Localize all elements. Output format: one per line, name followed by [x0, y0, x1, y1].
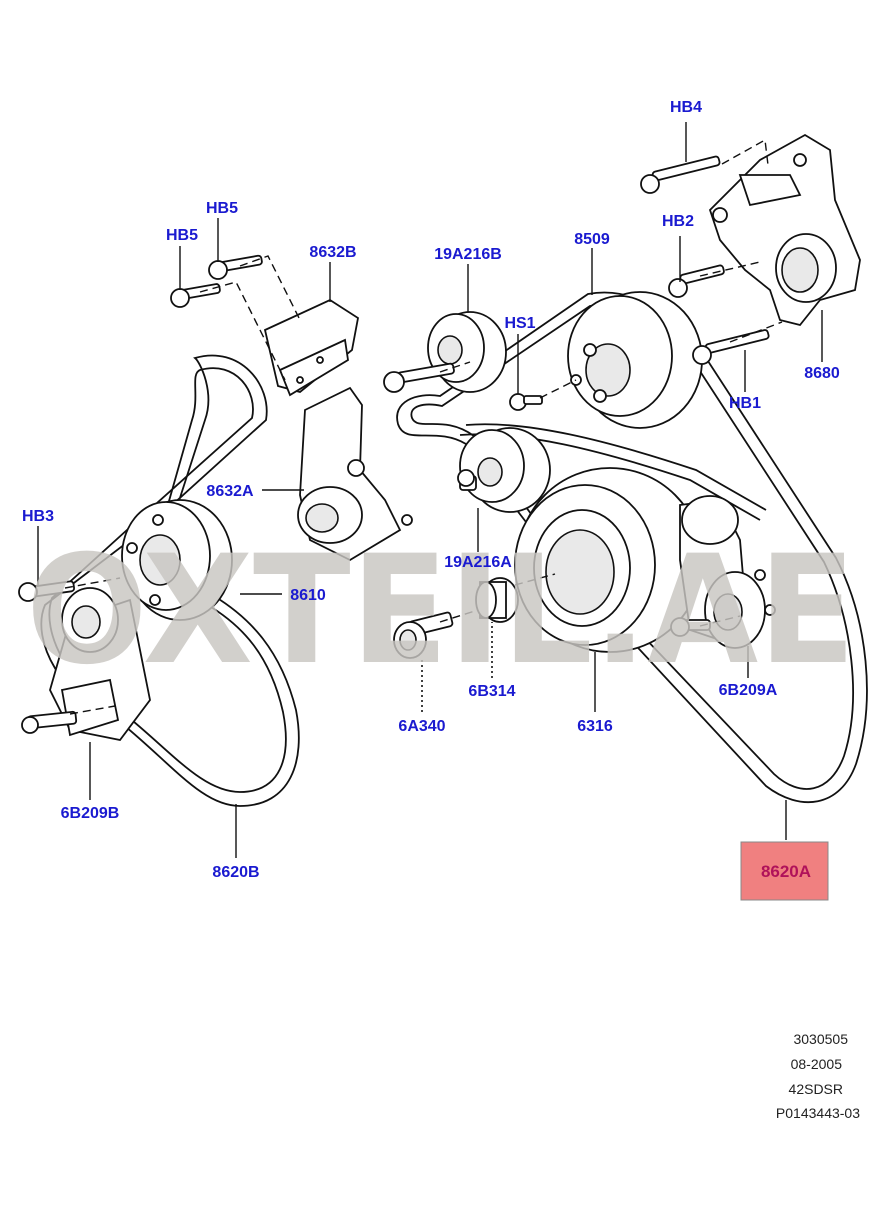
idler-19a216a[interactable] — [457, 427, 551, 513]
bolt-hb5-lower[interactable] — [170, 283, 221, 308]
label-hb1[interactable]: HB1 — [729, 395, 761, 412]
bolt-hb1[interactable] — [692, 329, 770, 365]
label-8632b[interactable]: 8632B — [309, 244, 356, 261]
bolt-hb4[interactable] — [640, 155, 721, 194]
label-8620b[interactable]: 8620B — [212, 864, 259, 881]
bracket-8680[interactable] — [708, 133, 861, 327]
damper-6316[interactable] — [514, 467, 703, 653]
pulley-8509[interactable] — [567, 291, 703, 429]
leader-lines — [37, 122, 823, 858]
label-hb4[interactable]: HB4 — [670, 99, 702, 116]
part-labels: HB4 HB2 HB1 8680 HB5 HB5 8632B 19A216B 8… — [22, 99, 840, 881]
spacer-6b314[interactable] — [475, 577, 519, 623]
label-6b209b[interactable]: 6B209B — [61, 805, 120, 822]
info-line-1: 3030505 — [793, 1031, 848, 1047]
label-8620a[interactable]: 8620A — [761, 862, 811, 881]
label-8610[interactable]: 8610 — [290, 587, 326, 604]
label-hb5-lower[interactable]: HB5 — [166, 227, 198, 244]
watermark: OXTEIL.AE — [26, 524, 856, 698]
bolt-hb2[interactable] — [668, 264, 725, 298]
label-hb3[interactable]: HB3 — [22, 508, 54, 525]
info-block: 3030505 08-2005 42SDSR P0143443-03 — [776, 1031, 860, 1121]
tensioner-6b209b[interactable] — [21, 587, 151, 741]
bolt-6a340[interactable] — [393, 611, 454, 659]
pulley-8610[interactable] — [121, 499, 233, 621]
label-6b314[interactable]: 6B314 — [468, 683, 515, 700]
bracket-8632b[interactable] — [263, 298, 359, 397]
label-19a216b[interactable]: 19A216B — [434, 246, 502, 263]
label-6a340[interactable]: 6A340 — [398, 718, 445, 735]
label-hb5-upper[interactable]: HB5 — [206, 200, 238, 217]
info-line-4: P0143443-03 — [776, 1105, 860, 1121]
label-8632a[interactable]: 8632A — [206, 483, 254, 500]
info-line-3: 42SDSR — [789, 1081, 843, 1097]
tensioner-8632a[interactable] — [297, 386, 413, 562]
label-hb2[interactable]: HB2 — [662, 213, 694, 230]
label-8680[interactable]: 8680 — [804, 365, 840, 382]
info-line-2: 08-2005 — [791, 1056, 843, 1072]
tensioner-6b209a[interactable] — [670, 495, 776, 649]
bolt-hb3[interactable] — [18, 580, 75, 602]
idler-19a216b[interactable] — [383, 311, 507, 393]
label-6316[interactable]: 6316 — [577, 718, 613, 735]
label-hs1[interactable]: HS1 — [504, 315, 535, 332]
assembly-lines — [64, 138, 783, 715]
label-8509[interactable]: 8509 — [574, 231, 610, 248]
label-19a216a[interactable]: 19A216A — [444, 554, 512, 571]
highlight-box-8620a — [740, 841, 829, 901]
bolt-hb5-upper[interactable] — [208, 254, 263, 280]
bolt-hs1[interactable] — [509, 393, 543, 411]
label-6b209a[interactable]: 6B209A — [719, 682, 778, 699]
